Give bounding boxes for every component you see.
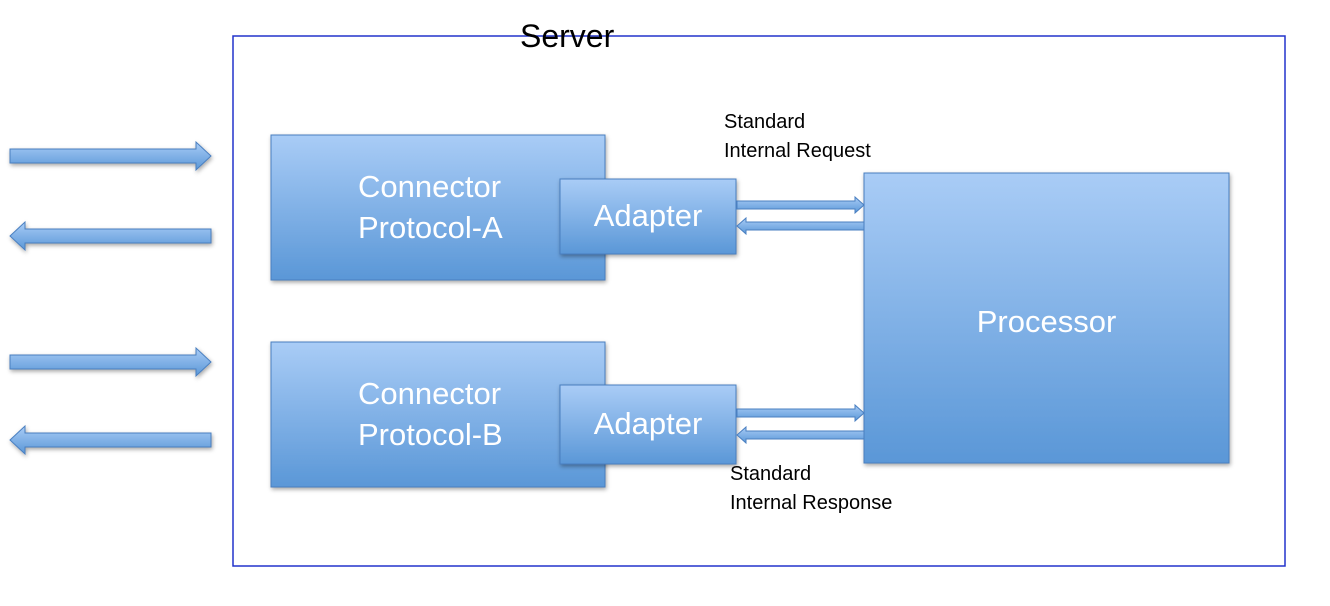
response-arrow-a [736, 216, 865, 236]
response-annotation-line1: Standard [730, 463, 812, 485]
adapter-a-text: Adapter [593, 198, 703, 234]
external-arrows [9, 140, 212, 456]
request-annotation-line1: Standard [724, 111, 806, 133]
request-annotation-line2: Internal Request [724, 140, 871, 162]
internal-arrows [736, 195, 865, 445]
processor-box [863, 172, 1230, 464]
request-arrow-a [736, 195, 865, 215]
processor-text: Processor [976, 304, 1117, 339]
response-annotation-line2: Internal Response [730, 492, 893, 514]
outgoing-arrow-b [9, 424, 212, 456]
adapter-a-label: Adapter [560, 179, 736, 254]
adapter-a-box [559, 178, 737, 255]
connector-b-line2: Protocol-B [358, 416, 503, 452]
connector-b-label: Connector Protocol-B [271, 342, 605, 487]
outgoing-arrow-a [9, 220, 212, 252]
request-annotation: Standard Internal Request [724, 108, 871, 166]
adapter-b-text: Adapter [593, 406, 703, 442]
connector-b-line1: Connector [358, 376, 502, 412]
connector-a-box [270, 134, 606, 281]
request-arrow-b [736, 403, 865, 423]
connector-a-label: Connector Protocol-A [271, 135, 605, 280]
adapter-b-box [559, 384, 737, 465]
server-title: Server [520, 18, 615, 54]
adapter-b-label: Adapter [560, 385, 736, 464]
server-container [232, 35, 1286, 567]
response-annotation: Standard Internal Response [730, 460, 892, 518]
connector-a-line2: Protocol-A [358, 209, 503, 245]
response-arrow-b [736, 425, 865, 445]
incoming-arrow-b [9, 346, 212, 378]
connector-b-box [270, 341, 606, 488]
connector-a-line1: Connector [358, 169, 502, 205]
processor-label: Processor [864, 173, 1229, 463]
incoming-arrow-a [9, 140, 212, 172]
